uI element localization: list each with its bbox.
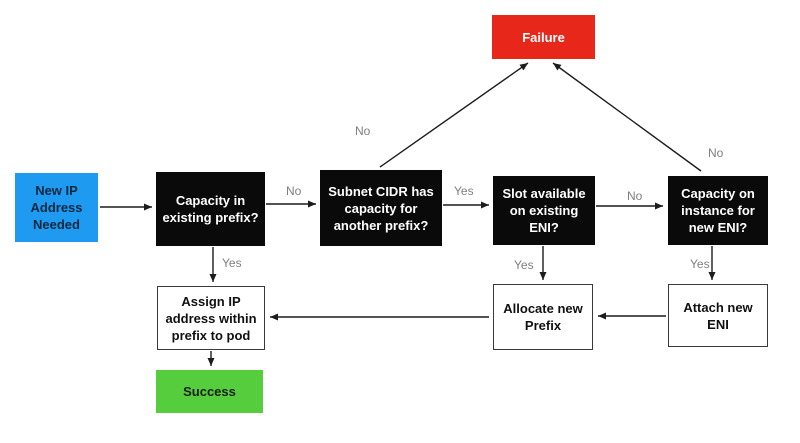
- edge-label-capacity-instance-yes: Yes: [690, 257, 710, 271]
- edge-label-slot-available-no: No: [627, 189, 643, 203]
- edge-label-capacity-existing-no: No: [286, 184, 302, 198]
- node-failure: Failure: [492, 15, 595, 59]
- arrow-subnet-cidr-no-to-failure: [379, 62, 529, 168]
- node-attach-new-eni: Attach new ENI: [668, 284, 768, 347]
- node-capacity-on-instance: Capacity on instance for new ENI?: [668, 176, 768, 245]
- edge-label-capacity-instance-no: No: [708, 146, 724, 160]
- node-assign-ip-to-pod: Assign IP address within prefix to pod: [157, 286, 265, 350]
- edge-label-capacity-existing-yes: Yes: [222, 256, 242, 270]
- node-capacity-in-existing-prefix: Capacity in existing prefix?: [156, 172, 265, 246]
- edge-label-subnet-cidr-yes: Yes: [454, 184, 474, 198]
- edge-label-slot-available-yes: Yes: [514, 258, 534, 272]
- node-new-ip-needed: New IP Address Needed: [15, 173, 98, 242]
- node-slot-available-on-eni: Slot available on existing ENI?: [493, 176, 595, 245]
- node-success: Success: [156, 370, 263, 413]
- arrow-capacity-instance-no-to-failure: [552, 62, 702, 172]
- node-subnet-cidr-has-capacity: Subnet CIDR has capacity for another pre…: [320, 170, 442, 246]
- edge-label-subnet-cidr-no: No: [355, 124, 371, 138]
- node-allocate-new-prefix: Allocate new Prefix: [493, 284, 593, 350]
